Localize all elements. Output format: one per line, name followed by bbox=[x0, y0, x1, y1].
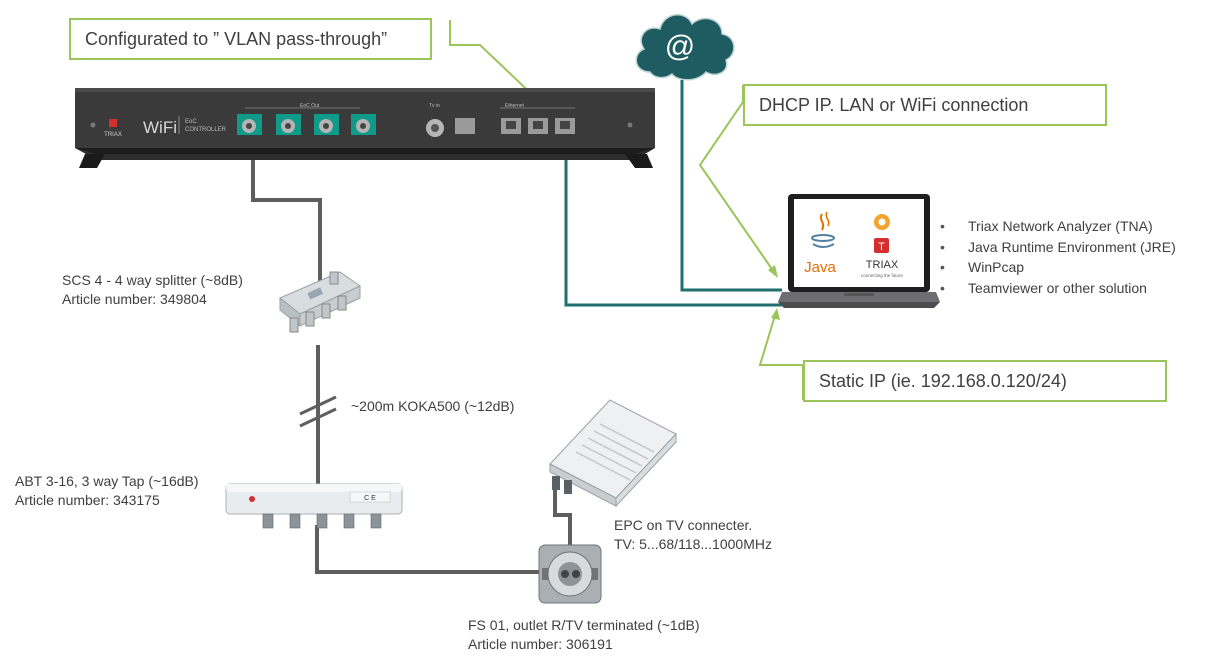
eoc-out-label: EoC Out bbox=[300, 103, 320, 109]
splitter-device bbox=[279, 271, 361, 333]
laptop-screen bbox=[794, 199, 924, 287]
splitter-label: SCS 4 - 4 way splitter (~8dB) Article nu… bbox=[62, 271, 243, 309]
epc-frequency: TV: 5...68/118...1000MHz bbox=[614, 536, 772, 552]
software-item: WinPcap bbox=[940, 257, 1176, 278]
svg-text:T: T bbox=[878, 241, 885, 253]
rj45-port bbox=[455, 118, 475, 134]
arrowhead bbox=[768, 265, 778, 278]
lan-cable-controller-laptop bbox=[564, 125, 782, 307]
software-list: Triax Network Analyzer (TNA) Java Runtim… bbox=[940, 216, 1176, 298]
software-item: Teamviewer or other solution bbox=[940, 278, 1176, 299]
epc-device bbox=[549, 399, 677, 508]
coax-cable-tap-outlet bbox=[315, 525, 540, 574]
callout-dhcp: DHCP IP. LAN or WiFi connection bbox=[743, 84, 1107, 126]
wifi-eoc-controller: TRIAX WiFi EoC CONTROLLER EoC Out Tv in … bbox=[75, 88, 655, 168]
outlet-label: FS 01, outlet R/TV terminated (~1dB) Art… bbox=[468, 616, 700, 654]
eoc-out-port-3 bbox=[314, 114, 339, 135]
cable-break-mark bbox=[299, 407, 337, 428]
triax-label: TRIAX bbox=[866, 259, 899, 271]
coax-cable-epc-outlet bbox=[553, 490, 572, 545]
tv-in-port bbox=[426, 119, 444, 137]
tap-label: ABT 3-16, 3 way Tap (~16dB) Article numb… bbox=[15, 472, 199, 510]
epc-label: EPC on TV connecter. TV: 5...68/118...10… bbox=[614, 516, 772, 554]
svg-text:C E: C E bbox=[364, 495, 376, 502]
eoc-out-port-4 bbox=[351, 114, 376, 135]
triax-tagline: connecting the future bbox=[861, 273, 904, 278]
ethernet-label: Ethernet bbox=[505, 103, 525, 109]
triax-logo-icon bbox=[874, 238, 889, 253]
outlet-device bbox=[538, 544, 602, 604]
tv-in-label: Tv in bbox=[429, 103, 440, 109]
callout-static-ip: Static IP (ie. 192.168.0.120/24) bbox=[803, 360, 1167, 402]
cable-label: ~200m KOKA500 (~12dB) bbox=[351, 398, 515, 414]
splitter-article-number: Article number: 349804 bbox=[62, 291, 207, 307]
coax-cable-controller-splitter bbox=[251, 138, 322, 285]
controller-name: WiFi bbox=[143, 118, 177, 137]
callout-vlan-text: Configurated to ” VLAN pass-through” bbox=[85, 28, 388, 49]
eoc-out-port-1 bbox=[237, 114, 262, 135]
tap-name: ABT 3-16, 3 way Tap (~16dB) bbox=[15, 473, 199, 489]
cable-break-mark bbox=[299, 395, 337, 416]
splitter-name: SCS 4 - 4 way splitter (~8dB) bbox=[62, 272, 243, 288]
eoc-out-port-2 bbox=[276, 114, 301, 135]
java-logo-icon bbox=[811, 211, 835, 248]
controller-subtitle-2: CONTROLLER bbox=[185, 127, 227, 133]
arrowhead bbox=[771, 308, 780, 320]
controller-subtitle-1: EoC bbox=[185, 119, 197, 125]
software-item: Triax Network Analyzer (TNA) bbox=[940, 216, 1176, 237]
triax-logo-icon bbox=[109, 119, 117, 127]
java-label: Java bbox=[804, 259, 836, 276]
tap-article-number: Article number: 343175 bbox=[15, 492, 160, 508]
outlet-name: FS 01, outlet R/TV terminated (~1dB) bbox=[468, 617, 700, 633]
tap-device: C E bbox=[225, 483, 403, 529]
callout-pointer-vlan bbox=[449, 20, 541, 103]
laptop: Java T TRIAX connecting the future bbox=[778, 194, 940, 308]
callout-dhcp-text: DHCP IP. LAN or WiFi connection bbox=[759, 94, 1029, 115]
outlet-article-number: Article number: 306191 bbox=[468, 636, 613, 652]
internet-cloud-icon: @ bbox=[635, 14, 735, 81]
controller-brand: TRIAX bbox=[104, 132, 122, 138]
epc-name: EPC on TV connecter. bbox=[614, 517, 753, 533]
software-item: Java Runtime Environment (JRE) bbox=[940, 237, 1176, 258]
callout-vlan-pass-through: Configurated to ” VLAN pass-through” bbox=[69, 18, 432, 60]
at-symbol: @ bbox=[665, 30, 695, 63]
callout-static-ip-text: Static IP (ie. 192.168.0.120/24) bbox=[819, 370, 1067, 391]
lan-cable-internet-laptop bbox=[680, 80, 782, 292]
